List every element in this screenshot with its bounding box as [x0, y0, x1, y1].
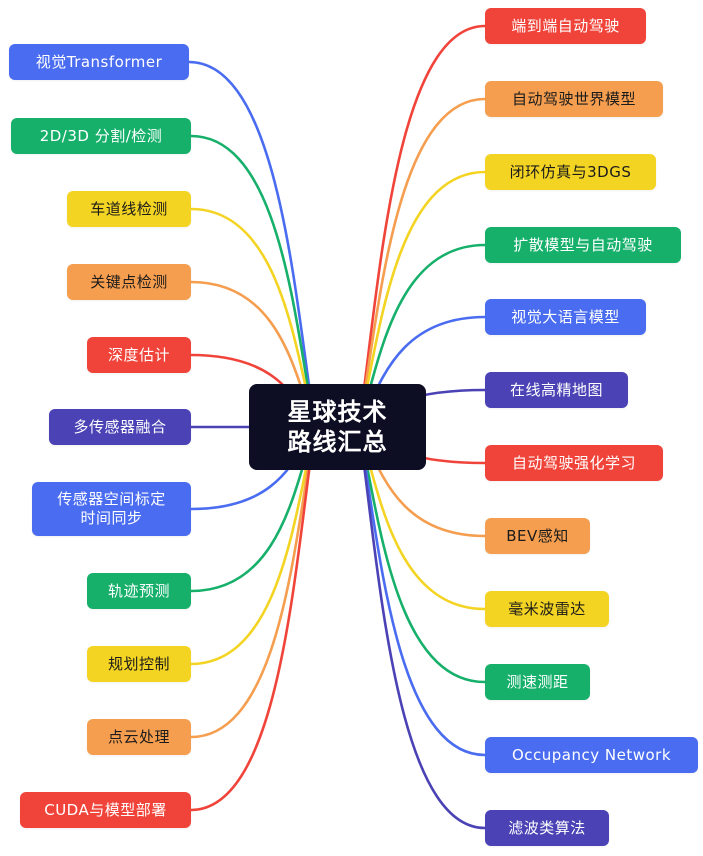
central-topic[interactable]: 星球技术 路线汇总: [249, 384, 426, 470]
left-topic-node[interactable]: 车道线检测: [67, 191, 191, 227]
left-topic-node[interactable]: 2D/3D 分割/检测: [11, 118, 191, 154]
left-topic-node[interactable]: 视觉Transformer: [9, 44, 189, 80]
right-connector-line: [357, 97, 487, 429]
right-topic-node[interactable]: 端到端自动驾驶: [485, 8, 646, 44]
right-topic-node[interactable]: 扩散模型与自动驾驶: [485, 227, 681, 263]
left-topic-node[interactable]: CUDA与模型部署: [20, 792, 191, 828]
right-topic-node[interactable]: 视觉大语言模型: [485, 299, 646, 335]
right-topic-node[interactable]: 滤波类算法: [485, 810, 609, 846]
right-connector-line: [357, 425, 487, 830]
left-connector-line: [189, 425, 317, 812]
right-connector-line: [357, 24, 487, 429]
right-topic-node[interactable]: 自动驾驶强化学习: [485, 445, 663, 481]
left-connector-line: [189, 134, 317, 429]
right-topic-node[interactable]: 自动驾驶世界模型: [485, 81, 663, 117]
left-topic-node[interactable]: 轨迹预测: [87, 573, 191, 609]
left-topic-node[interactable]: 点云处理: [87, 719, 191, 755]
left-connector-line: [187, 60, 317, 429]
right-topic-node[interactable]: Occupancy Network: [485, 737, 698, 773]
right-topic-node[interactable]: BEV感知: [485, 518, 590, 554]
left-topic-node[interactable]: 多传感器融合: [49, 409, 191, 445]
right-connector-line: [357, 425, 487, 757]
right-topic-node[interactable]: 闭环仿真与3DGS: [485, 154, 656, 190]
left-topic-node[interactable]: 关键点检测: [67, 264, 191, 300]
left-topic-node[interactable]: 传感器空间标定 时间同步: [32, 482, 191, 536]
right-topic-node[interactable]: 毫米波雷达: [485, 591, 609, 627]
left-topic-node[interactable]: 深度估计: [87, 337, 191, 373]
left-topic-node[interactable]: 规划控制: [87, 646, 191, 682]
right-topic-node[interactable]: 测速测距: [485, 664, 590, 700]
left-connector-line: [189, 425, 317, 739]
right-topic-node[interactable]: 在线高精地图: [485, 372, 628, 408]
